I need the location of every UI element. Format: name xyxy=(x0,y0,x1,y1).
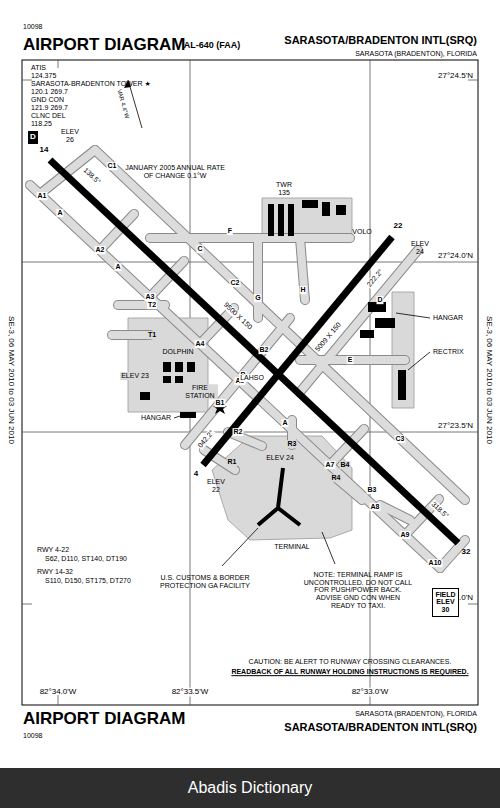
chart-label: E xyxy=(347,356,354,364)
chart-label: A10 xyxy=(428,559,443,567)
chart-label: TWR 135 xyxy=(272,181,296,196)
chart-label: C3 xyxy=(395,435,406,443)
chart-label: 5009 X 150 xyxy=(313,320,343,354)
chart-label: R3 xyxy=(287,440,298,448)
chart-label: A xyxy=(56,209,63,217)
chart-label: ELEV 24 xyxy=(407,240,433,255)
chart-label: 138.5° xyxy=(81,166,103,187)
chart-label: C xyxy=(196,245,203,253)
chart-label: 10098 xyxy=(22,23,43,31)
chart-label: 318.5° xyxy=(429,500,451,521)
chart-label: Abadis Dictionary xyxy=(187,779,314,797)
box-text: FIELD ELEV 30 xyxy=(435,591,455,613)
chart-label: C2 xyxy=(230,279,241,287)
chart-label: 222.2° xyxy=(365,267,385,289)
chart-label: AIRPORT DIAGRAM xyxy=(22,710,186,729)
chart-label: SE-3, 06 MAY 2010 to 03 JUN 2010 xyxy=(485,315,494,445)
chart-label: CLNC DEL xyxy=(30,112,67,120)
info-box: FIELD ELEV 30 xyxy=(432,588,459,617)
chart-label: 27°24.5'N xyxy=(437,72,474,81)
chart-label: ELEV 22 xyxy=(203,478,229,493)
chart-label: SARASOTA/BRADENTON INTL(SRQ) xyxy=(283,34,478,46)
chart-label: 118.25 xyxy=(30,120,53,128)
chart-label: A3 xyxy=(145,293,156,301)
chart-label: A2 xyxy=(95,246,106,254)
chart-label: B3 xyxy=(367,486,378,494)
chart-label: S110, D150, ST175, DT270 xyxy=(44,577,132,585)
chart-label: 22 xyxy=(393,222,404,231)
chart-label: G xyxy=(254,294,261,302)
chart-label: A7 xyxy=(325,461,336,469)
chart-label: ELEV 23 xyxy=(120,372,150,380)
chart-label: AL-640 (FAA) xyxy=(183,41,242,51)
chart-label: SARASOTA (BRADENTON), FLORIDA xyxy=(354,710,478,718)
chart-label: HANGAR xyxy=(432,314,464,322)
chart-label: A xyxy=(281,419,288,427)
chart-label: 82°33.0'W xyxy=(351,688,390,697)
chart-label: CAUTION: BE ALERT TO RUNWAY CROSSING CLE… xyxy=(248,658,453,666)
chart-label: 042.2° xyxy=(196,428,216,450)
chart-label: SARASOTA-BRADENTON TOWER ★ xyxy=(30,80,152,88)
chart-label: RWY 4-22 xyxy=(36,546,70,554)
chart-label: 10098 xyxy=(22,732,43,740)
chart-label: 121.9 269.7 xyxy=(30,104,69,112)
chart-label: B1 xyxy=(215,399,226,407)
chart-label: HANGAR xyxy=(140,414,172,422)
chart-label: 120.1 269.7 xyxy=(30,88,69,96)
chart-label: 124.375 xyxy=(30,72,57,80)
chart-label: B4 xyxy=(340,461,351,469)
chart-label: VOLO xyxy=(351,228,372,236)
chart-label: TERMINAL xyxy=(273,543,310,551)
chart-label: RWY 14-32 xyxy=(36,568,74,576)
chart-title: AIRPORT DIAGRAM xyxy=(22,36,186,55)
chart-label: LAHSO xyxy=(239,374,265,382)
chart-label: A1 xyxy=(37,192,48,200)
chart-label: D xyxy=(376,296,383,304)
chart-label: R4 xyxy=(331,474,342,482)
chart-label: SARASOTA (BRADENTON), FLORIDA xyxy=(354,50,478,58)
chart-label: ELEV 24 xyxy=(265,454,295,462)
chart-label: DOLPHIN xyxy=(161,348,194,356)
chart-label: GND CON xyxy=(30,96,65,104)
chart-label: NOTE: TERMINAL RAMP IS UNCONTROLLED. DO … xyxy=(302,571,414,609)
chart-label: SARASOTA/BRADENTON INTL(SRQ) xyxy=(283,721,478,733)
chart-label: ELEV 26 xyxy=(57,128,83,143)
chart-label: 27°24.0'N xyxy=(437,252,474,261)
chart-label: U.S. CUSTOMS & BORDER PROTECTION GA FACI… xyxy=(154,574,256,589)
chart-label: READBACK OF ALL RUNWAY HOLDING INSTRUCTI… xyxy=(230,668,469,676)
chart-label: 32 xyxy=(461,548,472,557)
chart-label: SE-3, 06 MAY 2010 to 03 JUN 2010 xyxy=(7,315,16,445)
chart-label: 4 xyxy=(193,470,199,479)
chart-label: VAR 4.4°W xyxy=(115,88,130,121)
chart-label: 14 xyxy=(39,146,50,155)
chart-label: ATIS xyxy=(30,64,47,72)
chart-label: 82°33.5'W xyxy=(171,688,210,697)
chart-label: R2 xyxy=(233,428,244,436)
chart-label: 9500 X 150 xyxy=(222,300,255,331)
info-box: D xyxy=(28,131,38,144)
chart-label: R1 xyxy=(227,458,238,466)
chart-label: A9 xyxy=(400,531,411,539)
chart-label: F xyxy=(227,227,233,235)
chart-label: B2 xyxy=(259,346,270,354)
chart-label: H xyxy=(299,286,306,294)
chart-label: A xyxy=(114,263,121,271)
chart-label: A4 xyxy=(195,340,206,348)
chart-label: C1 xyxy=(107,162,118,170)
box-text: D xyxy=(30,133,36,141)
chart-label: 27°23.5'N xyxy=(437,422,474,431)
chart-label: T1 xyxy=(147,331,157,339)
chart-label: 82°34.0'W xyxy=(39,688,78,697)
chart-label: RECTRIX xyxy=(432,348,465,356)
chart-label: FIRE STATION xyxy=(182,384,218,399)
chart-label: A8 xyxy=(370,503,381,511)
chart-label: JANUARY 2005 ANNUAL RATE OF CHANGE 0.1°W xyxy=(124,164,226,179)
chart-label: S62, D110, ST140, DT190 xyxy=(44,555,128,563)
chart-label: T2 xyxy=(147,301,157,309)
